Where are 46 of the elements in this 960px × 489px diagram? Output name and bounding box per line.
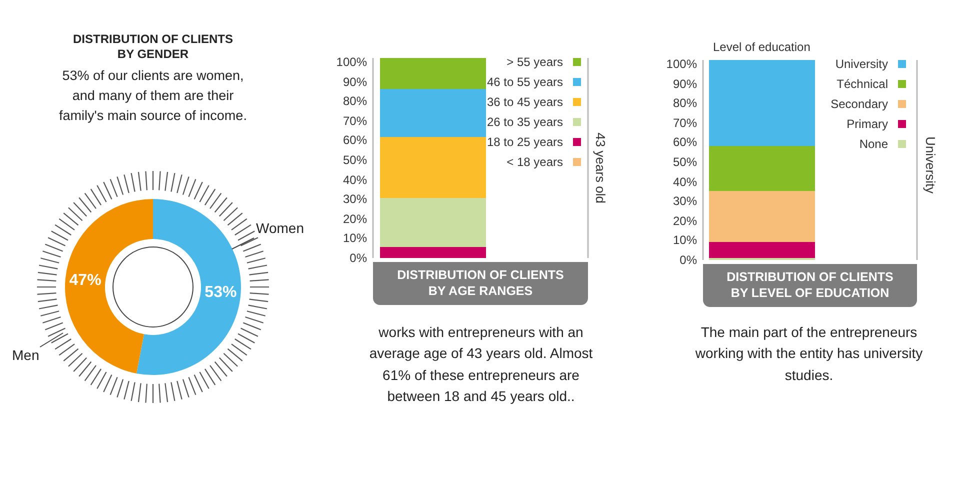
axis-tick-label: 90%	[672, 76, 697, 91]
legend-label: Secondary	[830, 97, 888, 111]
axis-tick-label: 30%	[672, 194, 697, 208]
axis-tick-label: 0%	[348, 251, 367, 265]
axis-tick-label: 10%	[672, 233, 697, 248]
legend-label: University	[835, 57, 888, 71]
legend-label: < 18 years	[506, 155, 563, 169]
category-label: Women	[256, 220, 304, 236]
axis-tick-label: 100%	[665, 57, 697, 71]
description-text: 53% of our clients are women, and many of them are their family's main source of income.	[58, 67, 248, 125]
category-label: Men	[12, 347, 40, 363]
description-text: works with entrepreneurs with an average age of 43 years old. Almost 61% of these entrepreneurs are between 18 and 45 years old..	[368, 323, 594, 406]
axis-tick-label: 60%	[342, 133, 367, 148]
axis-tick-label: 80%	[342, 94, 367, 108]
legend-label: 18 to 25 years	[486, 135, 563, 149]
legend-label: 26 to 35 years	[486, 115, 563, 129]
axis-tick-label: 90%	[342, 74, 367, 89]
axis-tick-label: 70%	[672, 116, 697, 130]
axis-tick-label: 20%	[672, 214, 697, 228]
chart-title: DISTRIBUTION OF CLIENTS BY GENDER	[72, 32, 234, 62]
legend-label: > 55 years	[506, 55, 563, 69]
legend-label: 36 to 45 years	[486, 95, 563, 109]
axis-tick-label: 40%	[342, 172, 367, 187]
value-label: 47%	[68, 270, 102, 291]
axis-tick-label: 30%	[342, 192, 367, 206]
axis-tick-label: 50%	[672, 155, 697, 169]
legend-label: 46 to 55 years	[486, 75, 563, 89]
annotation-text: 43 years old	[592, 132, 608, 206]
annotation-text: University	[922, 135, 938, 196]
axis-tick-label: 10%	[342, 231, 367, 246]
axis-tick-label: 50%	[342, 153, 367, 167]
axis-tick-label: 20%	[342, 212, 367, 226]
legend-label: Primary	[846, 117, 888, 131]
axis-tick-label: 0%	[678, 253, 697, 267]
legend-label: None	[859, 137, 888, 151]
value-label: 53%	[204, 283, 238, 304]
axis-title: Level of education	[713, 40, 810, 54]
legend-label: Téchnical	[836, 77, 888, 91]
axis-tick-label: 60%	[672, 135, 697, 150]
description-text: The main part of the entrepreneurs working with the entity has university studies.	[694, 323, 924, 385]
chart-title-banner: DISTRIBUTION OF CLIENTS BY AGE RANGES	[373, 262, 588, 305]
axis-tick-label: 80%	[672, 96, 697, 110]
axis-tick-label: 70%	[342, 114, 367, 128]
axis-tick-label: 100%	[335, 55, 367, 69]
axis-tick-label: 40%	[672, 174, 697, 189]
chart-title-banner: DISTRIBUTION OF CLIENTS BY LEVEL OF EDUCATION	[703, 264, 917, 307]
